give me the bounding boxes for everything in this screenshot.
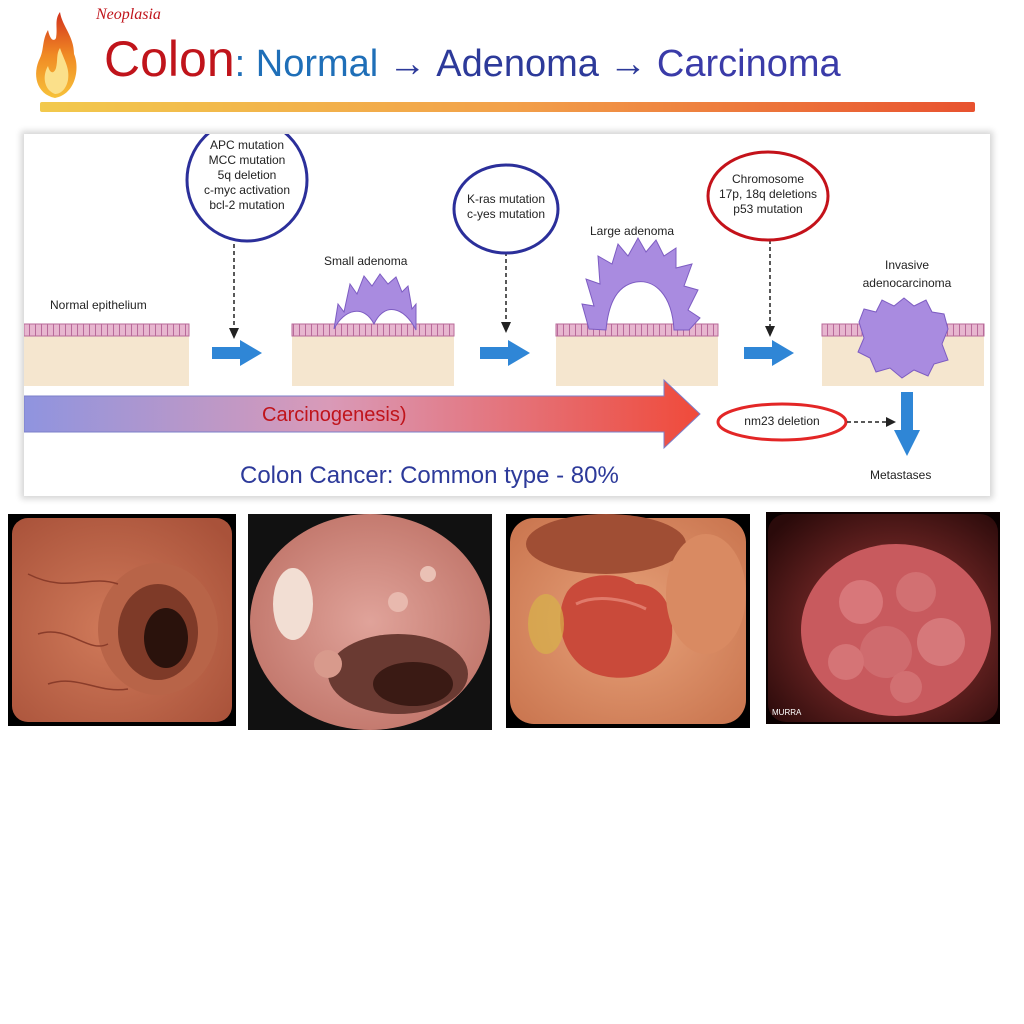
endoscopy-photo-carcinoma: MURRA: [766, 512, 1000, 724]
progression-diagram: Normal epithelium Small adenoma Large ad…: [24, 134, 990, 496]
endoscopy-photo-normal: [8, 514, 236, 726]
label-small-adenoma: Small adenoma: [324, 254, 408, 268]
title-colon-mark: :: [234, 43, 246, 85]
dashed-arrowhead-icon: [765, 326, 775, 337]
flame-logo-icon: [30, 10, 80, 100]
large-adenoma-graphic: [555, 236, 719, 386]
mutation-item: 5q deletion: [217, 168, 277, 182]
mutation-item: K-ras mutation: [466, 192, 546, 206]
photo-watermark: MURRA: [772, 708, 802, 717]
nm23-label: nm23 deletion: [744, 414, 820, 428]
dashed-arrowhead-icon: [886, 417, 896, 427]
label-normal-epithelium: Normal epithelium: [50, 298, 147, 312]
mutation-circle-2: [452, 163, 560, 255]
label-invasive: Invasive: [884, 258, 930, 272]
carcinogenesis-arrow: [24, 378, 701, 450]
mutation-list-3: Chromosome 17p, 18q deletions p53 mutati…: [708, 172, 828, 217]
label-large-adenoma: Large adenoma: [590, 224, 675, 238]
arrow-right-icon: →: [608, 43, 647, 85]
stage-arrow-3: [744, 340, 794, 366]
metastases-arrow: [894, 392, 920, 456]
small-adenoma-graphic: [291, 273, 455, 386]
dashed-arrowhead-icon: [229, 328, 239, 339]
stage-arrow-1: [212, 340, 262, 366]
mutation-item: p53 mutation: [733, 202, 803, 216]
mutation-circle-3: [706, 150, 830, 242]
mutation-item: MCC mutation: [208, 153, 286, 167]
header-divider: [40, 102, 975, 112]
title-adenoma: Adenoma: [436, 43, 599, 85]
mutation-circle-1: [185, 134, 309, 243]
normal-epithelium-graphic: [24, 323, 190, 386]
carcinogenesis-label: Carcinogenesis): [262, 404, 407, 426]
mutation-item: bcl-2 mutation: [209, 198, 285, 212]
mutation-item: c-yes mutation: [466, 207, 546, 221]
title-carcinoma: Carcinoma: [656, 43, 841, 85]
mutation-item: APC mutation: [209, 138, 285, 152]
metastases-label: Metastases: [870, 468, 932, 482]
mutation-item: 17p, 18q deletions: [718, 187, 818, 201]
diagram-caption: Colon Cancer: Common type - 80%: [240, 462, 619, 489]
mutation-item: Chromosome: [731, 172, 805, 186]
title-colon: Colon: [104, 31, 235, 87]
section-label: Neoplasia: [96, 6, 161, 23]
dashed-arrowhead-icon: [501, 322, 511, 333]
nm23-circle: [716, 402, 848, 442]
label-adenocarcinoma: adenocarcinoma: [862, 276, 952, 290]
mutation-list-1: APC mutation MCC mutation 5q deletion c-…: [187, 138, 307, 213]
arrow-right-icon: →: [388, 43, 427, 85]
endoscopy-photo-adenoma: [506, 514, 750, 728]
mutation-list-2: K-ras mutation c-yes mutation: [456, 192, 556, 222]
title-normal: Normal: [245, 43, 379, 85]
mutation-item: c-myc activation: [203, 183, 291, 197]
stage-arrow-2: [480, 340, 530, 366]
endoscopy-photo-polyps: [248, 514, 492, 730]
invasive-adenocarcinoma-graphic: [821, 297, 985, 386]
page-title: Colon: Normal→Adenoma→Carcinoma: [104, 30, 841, 88]
